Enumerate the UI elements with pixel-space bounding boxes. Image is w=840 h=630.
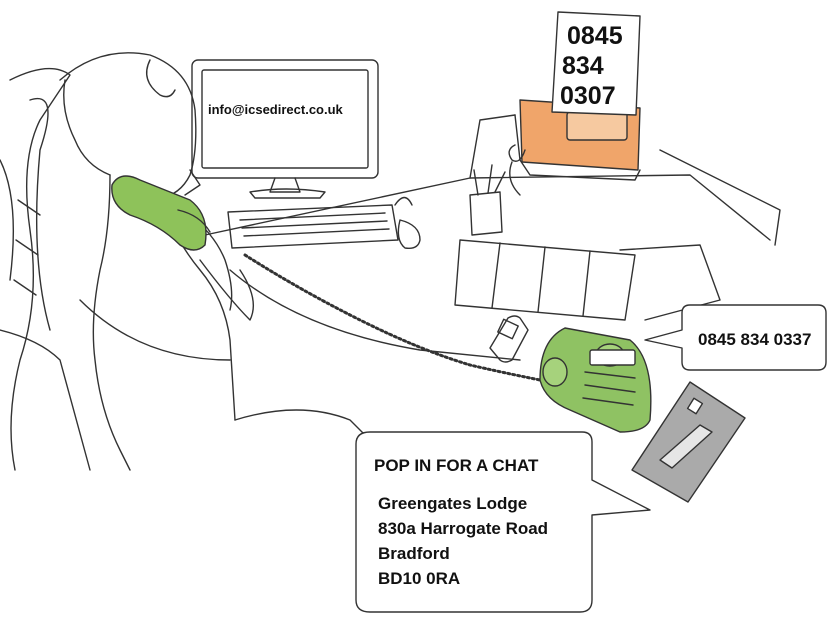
mobile-phone: [489, 315, 529, 363]
chat-heading: POP IN FOR A CHAT: [374, 456, 539, 475]
monitor-email-text: info@icsedirect.co.uk: [208, 102, 343, 117]
desk-phone: [539, 327, 652, 433]
desk-papers: [454, 239, 721, 321]
fax-machine: [508, 99, 641, 196]
desk: [204, 114, 781, 361]
fax-number-line-1: 0845: [567, 22, 623, 50]
address-line-4: BD10 0RA: [378, 569, 461, 588]
phone-number-text: 0845 834 0337: [698, 330, 812, 349]
computer-monitor: [191, 59, 379, 199]
office-chair: [0, 67, 91, 471]
address-line-2: 830a Harrogate Road: [378, 519, 549, 538]
envelope: [631, 381, 746, 503]
phone-speech-bubble: [644, 304, 827, 371]
fax-number-line-2: 834: [562, 52, 604, 80]
chat-speech-bubble: [355, 431, 651, 613]
address-line-3: Bradford: [378, 544, 450, 563]
pen-holder: [469, 164, 506, 236]
coiled-cord: [243, 253, 542, 382]
fax-number-line-3: 0307: [560, 82, 616, 110]
keyboard: [227, 196, 421, 250]
fax-paper: [551, 11, 641, 116]
address-line-1: Greengates Lodge: [378, 494, 528, 513]
handset: [111, 175, 211, 251]
